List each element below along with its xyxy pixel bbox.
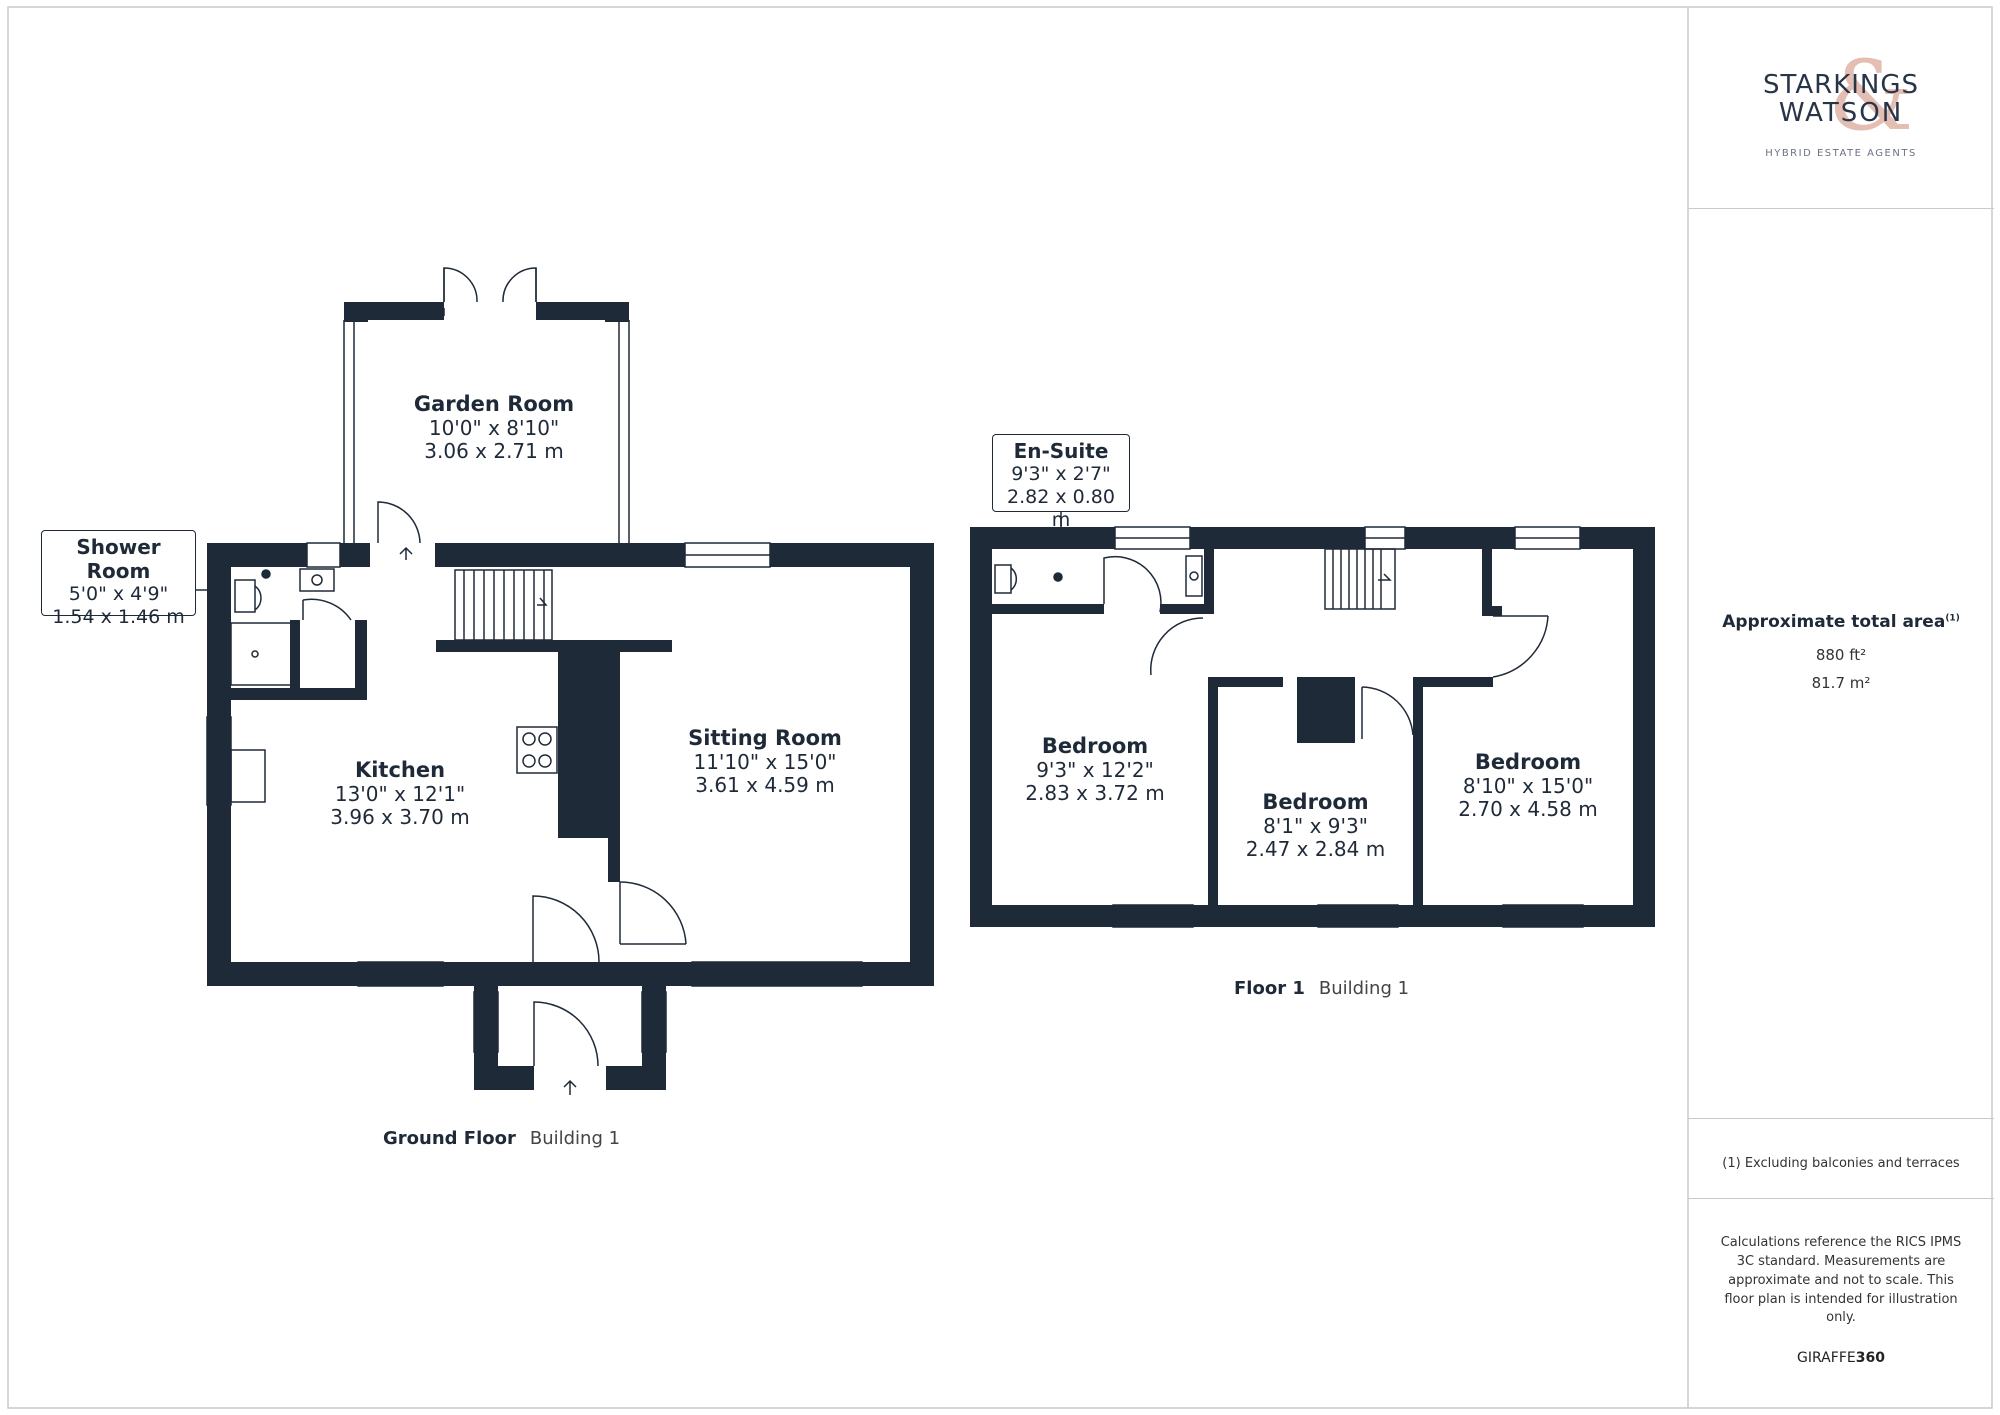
disclaimer: Calculations reference the RICS IPMS 3C … (1720, 1235, 1962, 1326)
brand-logo: STARKINGS WATSON HYBRID ESTATE AGENTS (1688, 72, 1994, 159)
room-label-bedroom-1: Bedroom 9'3" x 12'2" 2.83 x 3.72 m (1000, 734, 1190, 806)
ground-floor-label: Ground Floor Building 1 (383, 1128, 620, 1149)
ground-floor-details (206, 267, 863, 1095)
room-name: Bedroom (1262, 790, 1369, 814)
callout-shower-room: Shower Room 5'0" x 4'9" 1.54 x 1.46 m (41, 530, 196, 628)
room-imperial: 5'0" x 4'9" (68, 583, 169, 605)
room-metric: 2.47 x 2.84 m (1245, 837, 1386, 862)
area-footnote-mark: (1) (1945, 613, 1960, 624)
room-name: Sitting Room (688, 726, 842, 750)
room-imperial: 9'3" x 2'7" (1011, 463, 1111, 485)
room-imperial: 13'0" x 12'1" (334, 781, 466, 806)
brand-line2: WATSON (1778, 98, 1904, 128)
room-label-bedroom-3: Bedroom 8'10" x 15'0" 2.70 x 4.58 m (1433, 750, 1623, 822)
divider-disclaimer (1688, 1198, 1994, 1199)
room-imperial: 11'10" x 15'0" (693, 749, 837, 774)
first-floor-label: Floor 1 Building 1 (1234, 978, 1409, 999)
info-panel: & STARKINGS WATSON HYBRID ESTATE AGENTS … (1688, 6, 1994, 1410)
divider-logo (1688, 208, 1994, 209)
floor-name: Floor 1 (1234, 978, 1305, 999)
room-label-kitchen: Kitchen 13'0" x 12'1" 3.96 x 3.70 m (300, 758, 500, 830)
credit-suffix: 360 (1855, 1350, 1885, 1366)
room-name: Shower Room (76, 535, 161, 583)
logo-ampersand: & (1828, 40, 1914, 152)
callout-en-suite: En-Suite 9'3" x 2'7" 2.82 x 0.80 m (992, 434, 1130, 531)
building-name: Building 1 (529, 1128, 621, 1149)
floor-name: Ground Floor (383, 1128, 516, 1149)
area-sqft: 880 ft² (1815, 646, 1867, 664)
first-floor-plan (970, 527, 1655, 927)
room-metric: 1.54 x 1.46 m (52, 605, 185, 628)
room-imperial: 9'3" x 12'2" (1036, 757, 1154, 782)
room-metric: 3.06 x 2.71 m (424, 439, 564, 464)
room-metric: 2.70 x 4.58 m (1458, 797, 1598, 822)
room-label-bedroom-2: Bedroom 8'1" x 9'3" 2.47 x 2.84 m (1218, 790, 1413, 862)
divider-footnote (1688, 1118, 1994, 1119)
ground-floor-plan (207, 302, 934, 1090)
area-sqm: 81.7 m² (1811, 674, 1871, 692)
brand-line1: STARKINGS (1762, 70, 1920, 100)
room-name: Kitchen (354, 758, 446, 782)
room-name: En-Suite (1013, 439, 1109, 463)
room-metric: 3.96 x 3.70 m (330, 805, 470, 830)
room-imperial: 10'0" x 8'10" (428, 415, 560, 440)
room-name: Bedroom (1041, 734, 1149, 758)
room-label-sitting-room: Sitting Room 11'10" x 15'0" 3.61 x 4.59 … (665, 726, 865, 798)
room-metric: 3.61 x 4.59 m (695, 773, 835, 798)
room-metric: 2.82 x 0.80 m (1007, 485, 1115, 531)
room-imperial: 8'1" x 9'3" (1263, 813, 1368, 838)
first-floor-details (994, 526, 1584, 928)
brand-tagline: HYBRID ESTATE AGENTS (1765, 148, 1917, 159)
footnote: (1) Excluding balconies and terraces (1722, 1156, 1960, 1171)
credit-prefix: GIRAFFE (1797, 1350, 1856, 1366)
room-metric: 2.83 x 3.72 m (1025, 781, 1165, 806)
building-name: Building 1 (1318, 978, 1410, 999)
room-name: Garden Room (413, 392, 575, 416)
giraffe360-credit: GIRAFFE360 (1688, 1350, 1994, 1366)
area-title: Approximate total area(1) (1688, 612, 1994, 632)
room-name: Bedroom (1474, 750, 1582, 774)
room-imperial: 8'10" x 15'0" (1462, 773, 1594, 798)
area-title-text: Approximate total area (1722, 612, 1946, 632)
room-label-garden-room: Garden Room 10'0" x 8'10" 3.06 x 2.71 m (394, 392, 594, 464)
